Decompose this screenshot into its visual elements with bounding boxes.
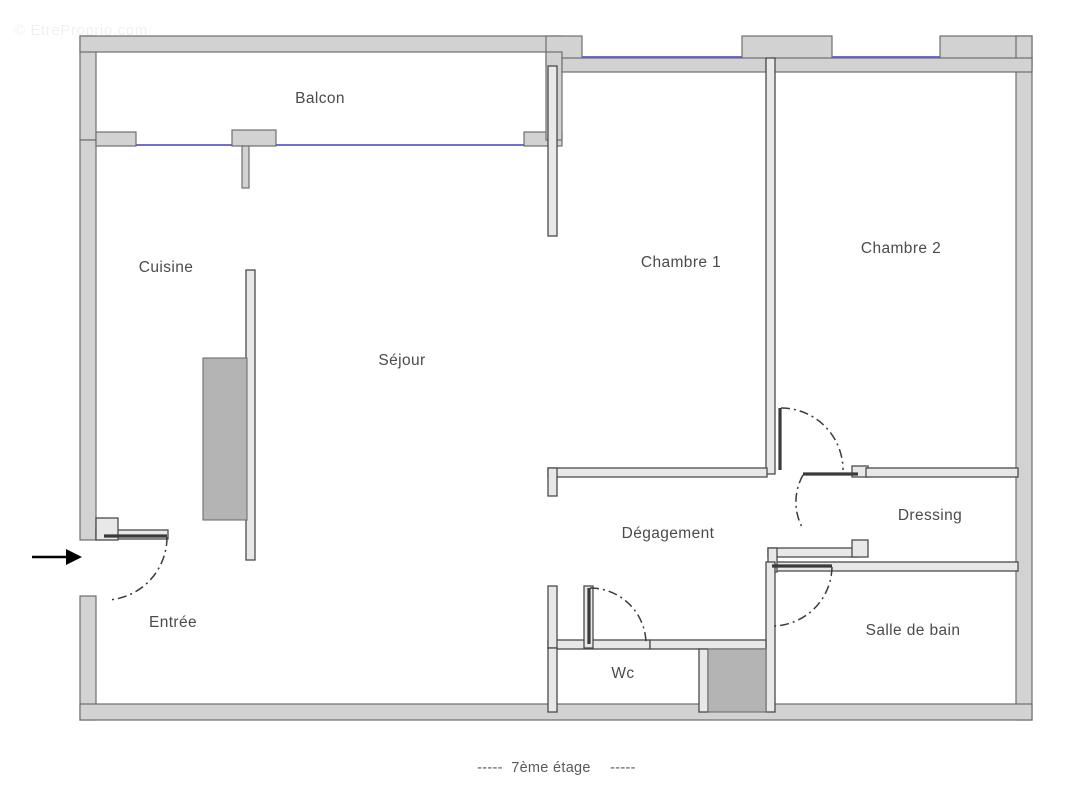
wall-exterior-left-mid xyxy=(79,139,97,541)
floor-note-text: 7ème étage xyxy=(511,760,591,776)
watermark-etreproprio: © EtreProprio.com xyxy=(14,22,148,39)
door-arc-chambre-1 xyxy=(780,407,844,471)
wall-balcony-mullion-pier xyxy=(231,129,277,147)
door-arc-entree xyxy=(107,536,168,601)
partition-sejour-chambre1 xyxy=(547,65,558,237)
door-entree xyxy=(104,534,168,601)
door-salle-de-bain xyxy=(772,564,833,627)
partition-wc-north-east xyxy=(649,639,767,650)
door-wc xyxy=(587,587,647,645)
partition-degagement-north-return xyxy=(547,467,558,497)
floor-note: ----- 7ème étage ----- xyxy=(477,760,636,776)
entry-arrow xyxy=(32,549,82,565)
partition-bain-west xyxy=(765,561,776,713)
room-label-sejour: Séjour xyxy=(378,352,425,369)
fixture-kitchen-counter xyxy=(202,357,248,521)
floor-note-suffix: ----- xyxy=(610,760,636,776)
door-chambre-1 xyxy=(778,407,844,471)
door-arc-salle-de-bain xyxy=(772,566,833,627)
room-label-cuisine: Cuisine xyxy=(139,259,194,276)
wall-balcony-left-return xyxy=(95,131,137,147)
room-label-dressing: Dressing xyxy=(898,507,962,524)
wall-under-window-chambre-2 xyxy=(771,57,1033,73)
entry-arrow-head xyxy=(66,549,82,565)
room-label-salle-de-bain: Salle de bain xyxy=(866,622,961,639)
floor-note-prefix: ----- xyxy=(477,760,503,776)
partition-wc-east xyxy=(698,648,709,713)
room-label-chambre-2: Chambre 2 xyxy=(861,240,941,257)
wall-exterior-left-lower xyxy=(79,595,97,721)
partition-wc-south xyxy=(547,647,558,713)
partition-dressing-north xyxy=(865,467,1019,478)
room-label-wc: Wc xyxy=(611,665,634,682)
balcony-mullion-drop xyxy=(241,145,250,189)
room-label-chambre-1: Chambre 1 xyxy=(641,254,721,271)
fixture-bath-plumbing-block xyxy=(707,648,767,713)
door-dressing xyxy=(795,472,858,530)
room-labels: Balcon Cuisine Séjour Chambre 1 Chambre … xyxy=(139,90,962,682)
partition-chambre1-chambre2 xyxy=(765,57,776,475)
partition-wc-north xyxy=(547,639,651,650)
partition-wc-west xyxy=(547,585,558,649)
room-label-degagement: Dégagement xyxy=(622,525,715,542)
door-arc-wc xyxy=(589,587,647,645)
wall-under-window-chambre-1 xyxy=(561,57,767,73)
wall-exterior-top-balcony xyxy=(79,35,563,53)
partition-degagement-north xyxy=(547,467,768,478)
bedroom-window-inner-leaf xyxy=(561,57,1033,73)
partition-dressing-south xyxy=(767,547,859,558)
room-label-balcon: Balcon xyxy=(295,90,345,107)
room-label-entree: Entrée xyxy=(149,614,197,631)
wall-exterior-right xyxy=(1015,35,1033,721)
door-arc-dressing xyxy=(795,474,804,530)
partition-dressing-south-east xyxy=(851,539,869,558)
fixtures xyxy=(202,357,767,713)
exterior-walls xyxy=(79,35,1033,721)
